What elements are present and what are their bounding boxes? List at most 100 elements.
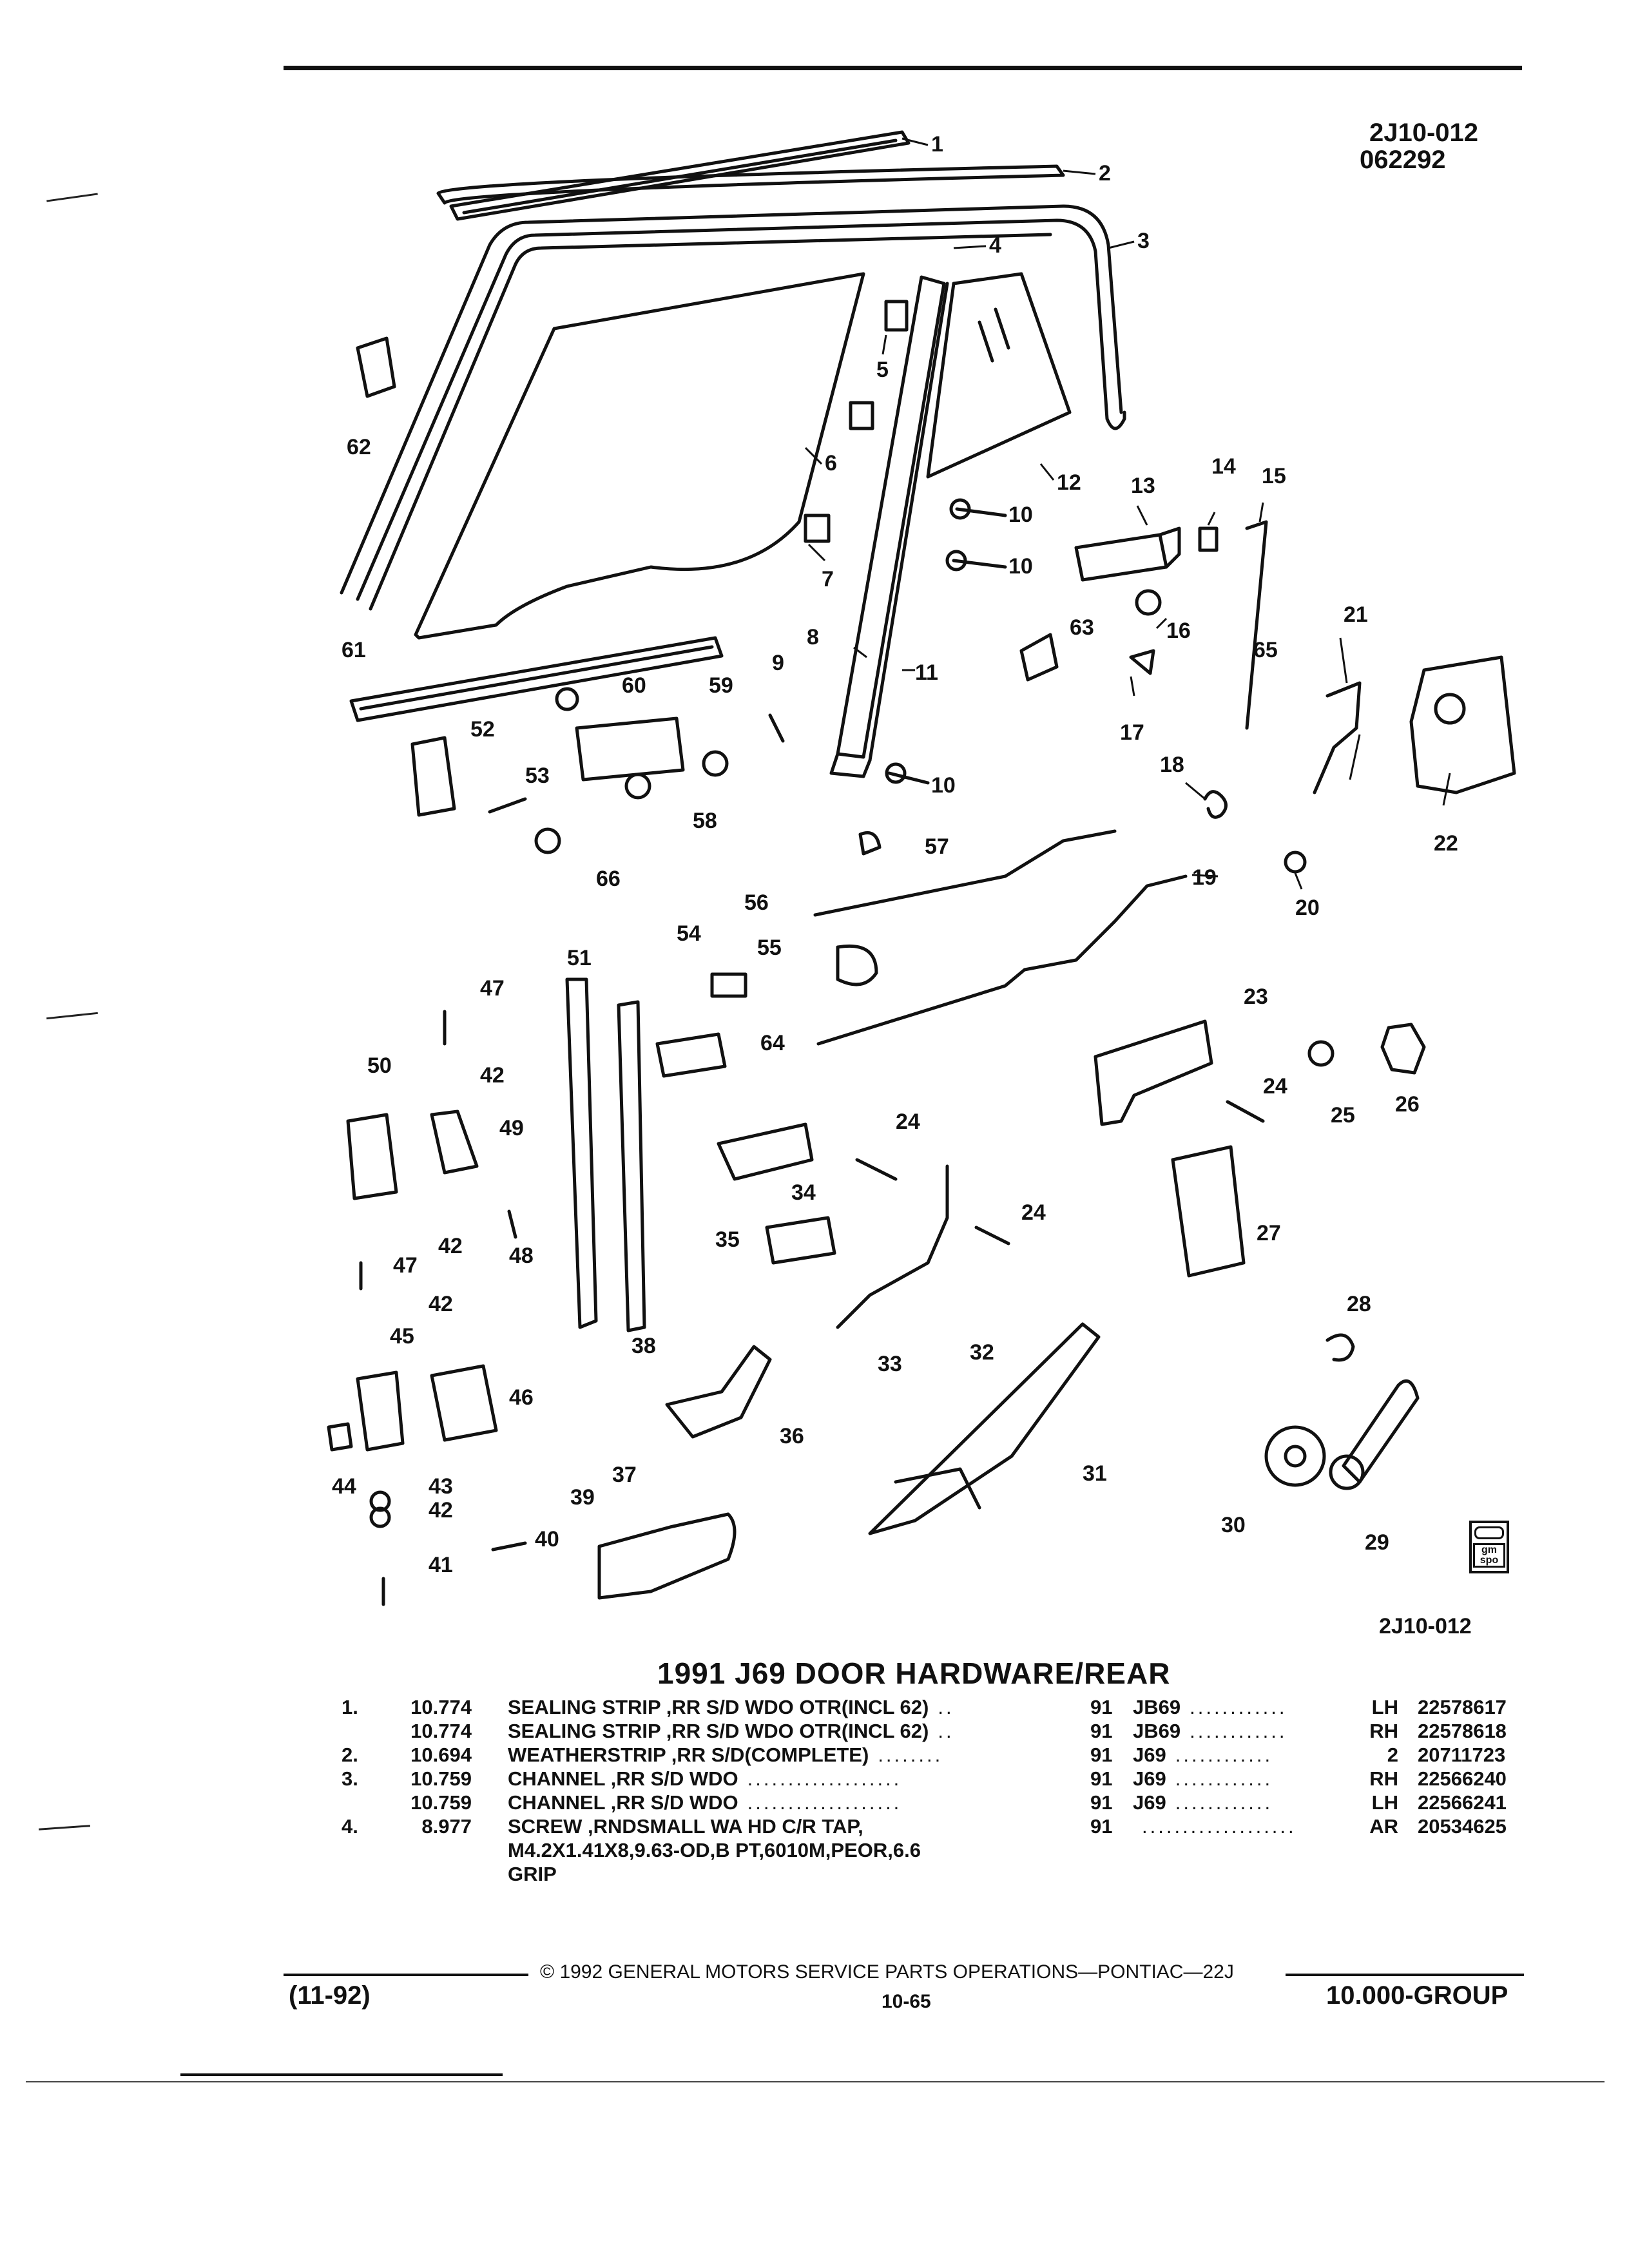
group-number: 10.759: [410, 1767, 472, 1790]
part-number: 22578618: [1418, 1720, 1507, 1742]
callout-14: 14: [1211, 454, 1236, 479]
callout-32: 32: [970, 1340, 994, 1365]
leader-dots: ..: [938, 1696, 954, 1718]
model-code: ...................: [1133, 1815, 1296, 1838]
footer-rule-right: [1286, 1974, 1524, 1976]
binder-mark: [38, 1825, 91, 1831]
group-number: 10.774: [410, 1720, 472, 1742]
callout-65: 65: [1253, 638, 1278, 662]
part-door-lock: [1409, 655, 1516, 794]
group-number: 10.774: [410, 1696, 472, 1718]
footer-rule-left: [284, 1974, 528, 1976]
part-index: 1.: [342, 1696, 358, 1718]
callout-53: 53: [525, 764, 550, 788]
part-index: 2.: [342, 1744, 358, 1766]
quantity: RH: [1369, 1720, 1398, 1742]
gm-spo-logo: gm spo: [1469, 1521, 1509, 1573]
header-date: 062292: [1360, 146, 1446, 174]
callout-1: 1: [931, 132, 943, 157]
callout-40: 40: [535, 1527, 559, 1552]
part-number: 22566240: [1418, 1767, 1507, 1790]
callout-36: 36: [780, 1424, 804, 1448]
callout-62: 62: [347, 435, 371, 459]
callout-42b: 42: [438, 1234, 463, 1258]
description-continuation: GRIP: [508, 1863, 557, 1885]
model-text: J69: [1133, 1744, 1166, 1766]
leader-dots: ...................: [747, 1791, 902, 1814]
callout-7: 7: [822, 567, 834, 591]
bottom-edge: [26, 2081, 1605, 2082]
model-code: JB69............: [1133, 1720, 1287, 1743]
model-year: 91: [1090, 1815, 1113, 1838]
part-rear-channel: [565, 977, 598, 1329]
model-code: J69............: [1133, 1744, 1273, 1767]
callout-48: 48: [509, 1244, 534, 1268]
callout-22: 22: [1434, 831, 1458, 856]
callout-42c: 42: [429, 1292, 453, 1316]
callout-64: 64: [760, 1031, 785, 1055]
quantity: LH: [1371, 1696, 1398, 1718]
callout-6: 6: [825, 451, 837, 476]
callout-42a: 42: [480, 1063, 505, 1088]
callout-2: 2: [1099, 161, 1111, 186]
callout-61: 61: [342, 638, 366, 662]
quantity: RH: [1369, 1767, 1398, 1790]
page-number: 10-65: [882, 1991, 931, 2012]
callout-28: 28: [1347, 1292, 1371, 1316]
callout-23: 23: [1244, 985, 1268, 1009]
leader-dots: ..: [938, 1720, 954, 1742]
callout-16: 16: [1166, 619, 1191, 643]
part-vent-glass: [926, 272, 1072, 479]
group-label: 10.000-GROUP: [1326, 1981, 1509, 2010]
callout-54: 54: [677, 921, 701, 946]
callout-46: 46: [509, 1385, 534, 1410]
top-rule: [284, 66, 1522, 70]
part-hinge-bracket: [430, 1110, 479, 1175]
callout-47a: 47: [480, 976, 505, 1001]
callout-24c: 24: [1021, 1200, 1046, 1225]
callout-33: 33: [878, 1352, 902, 1376]
model-year: 91: [1090, 1791, 1113, 1814]
leader-dots: ............: [1175, 1767, 1273, 1790]
part-sealing-strip: [449, 130, 911, 221]
callout-18: 18: [1160, 753, 1184, 777]
callout-20: 20: [1295, 896, 1320, 920]
callout-50: 50: [367, 1053, 392, 1078]
header-code: 2J10-012: [1369, 119, 1479, 147]
description-text: CHANNEL ,RR S/D WDO: [508, 1767, 738, 1790]
part-description: SCREW ,RNDSMALL WA HD C/R TAP,: [508, 1815, 872, 1838]
part-index: 3.: [342, 1767, 358, 1790]
part-inside-handle: [717, 1122, 814, 1181]
callout-17: 17: [1120, 720, 1144, 745]
part-clip: [356, 336, 396, 398]
part-number: 22566241: [1418, 1791, 1507, 1814]
model-year: 91: [1090, 1767, 1113, 1790]
model-year: 91: [1090, 1744, 1113, 1766]
description-text: CHANNEL ,RR S/D WDO: [508, 1791, 738, 1814]
callout-24b: 24: [896, 1110, 920, 1134]
callout-43: 43: [429, 1474, 453, 1499]
page-title: 1991 J69 DOOR HARDWARE/REAR: [657, 1657, 1171, 1690]
callout-51: 51: [567, 946, 592, 970]
part-channel: [340, 204, 1123, 595]
callout-42d: 42: [429, 1498, 453, 1523]
callout-13: 13: [1131, 474, 1155, 498]
callout-44: 44: [332, 1474, 356, 1499]
callout-29: 29: [1365, 1530, 1389, 1555]
quantity: 2: [1387, 1744, 1398, 1766]
part-description: CHANNEL ,RR S/D WDO...................: [508, 1791, 901, 1814]
part-weatherstrip: [436, 164, 1065, 205]
group-number: 10.759: [410, 1791, 472, 1814]
group-number: 8.977: [421, 1815, 472, 1838]
callout-11: 11: [915, 660, 938, 685]
callout-10a: 10: [1008, 503, 1033, 527]
callout-9: 9: [772, 651, 784, 675]
diagram-ref: 2J10-012: [1379, 1614, 1472, 1639]
model-text: JB69: [1133, 1720, 1181, 1742]
description-text: SCREW ,RNDSMALL WA HD C/R TAP,: [508, 1815, 863, 1838]
part-description: WEATHERSTRIP ,RR S/D(COMPLETE)........: [508, 1744, 943, 1767]
leader-dots: ........: [878, 1744, 943, 1766]
callout-60: 60: [622, 673, 646, 698]
callout-52: 52: [470, 717, 495, 742]
callout-25: 25: [1331, 1103, 1355, 1128]
